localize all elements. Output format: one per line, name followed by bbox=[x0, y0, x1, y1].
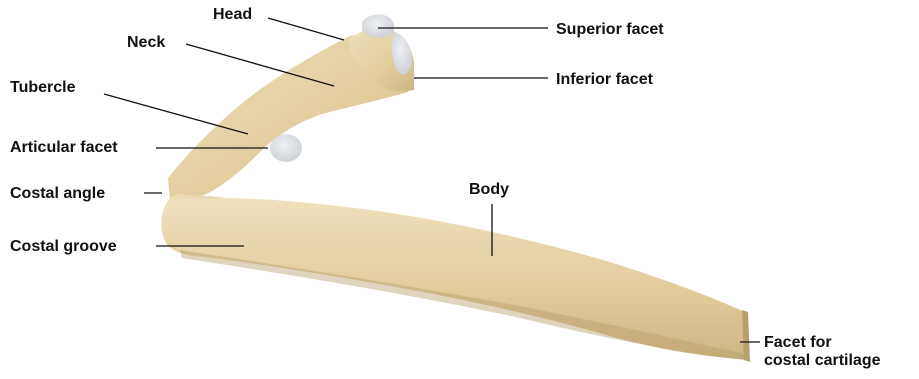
label-body: Body bbox=[469, 181, 509, 199]
leader-head bbox=[268, 18, 344, 40]
tubercle-articular-facet-shape bbox=[270, 134, 302, 162]
leader-tubercle bbox=[104, 94, 248, 134]
label-inferior-facet: Inferior facet bbox=[556, 71, 653, 89]
label-tubercle: Tubercle bbox=[10, 79, 76, 97]
label-superior-facet: Superior facet bbox=[556, 21, 664, 39]
label-neck: Neck bbox=[127, 34, 165, 52]
label-costal-groove: Costal groove bbox=[10, 238, 117, 256]
label-articular-facet: Articular facet bbox=[10, 139, 118, 157]
label-head: Head bbox=[213, 6, 252, 24]
label-costal-angle: Costal angle bbox=[10, 185, 105, 203]
label-facet-for-costal-cartilage: Facet for costal cartilage bbox=[764, 334, 881, 370]
label-facet-costal-cartilage-line1: Facet for bbox=[764, 334, 881, 352]
superior-facet-shape bbox=[362, 15, 394, 38]
label-facet-costal-cartilage-line2: costal cartilage bbox=[764, 352, 881, 370]
